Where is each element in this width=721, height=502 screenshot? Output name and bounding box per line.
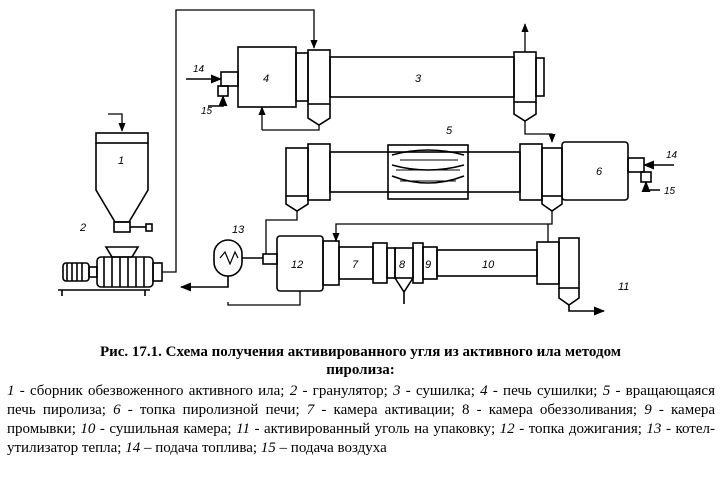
label-4: 4 — [263, 73, 269, 85]
label-3: 3 — [415, 73, 422, 85]
legend-number: 2 — [289, 383, 298, 399]
legend-item: 4 - печь сушилки; — [480, 383, 603, 399]
drier-drum — [295, 49, 545, 126]
legend-item: 3 - сушилка; — [393, 383, 480, 399]
label-11: 11 — [618, 281, 629, 293]
label-9: 9 — [425, 259, 431, 271]
legend-number: 3 — [393, 383, 401, 399]
legend-number: 11 — [236, 421, 250, 437]
legend-item: 8 - камера обеззоливания; — [462, 402, 644, 418]
label-6: 6 — [596, 166, 603, 178]
legend-text: - камера обеззоливания; — [469, 402, 645, 418]
legend-number: 7 — [306, 402, 315, 418]
legend-item: 2 - гранулятор; — [290, 383, 393, 399]
flow-lines — [108, 9, 556, 306]
figure-caption: Рис. 17.1. Схема получения активированно… — [0, 343, 721, 458]
legend-item: 5 - вращающаяся печь пиролиза; — [7, 383, 715, 418]
legend-number: 8 — [461, 402, 470, 418]
legend-number: 1 — [7, 383, 15, 399]
legend-item: 1 - сборник обезвоженного активного ила; — [7, 383, 290, 399]
caption-title-line2: пиролиза: — [326, 362, 395, 378]
fuel-air-inlet-left — [186, 71, 239, 107]
label-13: 13 — [232, 224, 245, 236]
legend-item: 12 - топка дожигания; — [500, 421, 647, 437]
legend-item: 11 - активированный уголь на упаковку; — [236, 421, 500, 437]
label-1: 1 — [118, 155, 124, 167]
legend-item: 9 - камера промывки; — [7, 402, 715, 437]
label-15-right: 15 — [664, 186, 676, 197]
legend-text: - топка дожигания; — [514, 421, 647, 437]
drying-chamber — [436, 237, 606, 316]
legend-number: 13 — [646, 421, 662, 437]
legend-text: – подача воздуха — [275, 440, 387, 456]
legend-text: - гранулятор; — [297, 383, 393, 399]
legend-text: - сушильная камера; — [95, 421, 237, 437]
legend-item: 15 – подача воздуха — [261, 440, 387, 456]
legend-text: - активированный уголь на упаковку; — [250, 421, 500, 437]
waste-heat-boiler — [179, 239, 263, 292]
kiln-furnace — [561, 141, 629, 201]
legend-number: 4 — [480, 383, 488, 399]
caption-legend: 1 - сборник обезвоженного активного ила;… — [7, 382, 715, 458]
legend-text: - топка пиролизной печи; — [120, 402, 307, 418]
legend-number: 5 — [602, 383, 611, 399]
legend-number: 6 — [113, 402, 121, 418]
fuel-air-inlet-right — [627, 157, 674, 193]
label-8: 8 — [399, 259, 406, 271]
activation-chamber — [322, 240, 374, 286]
granulator — [58, 246, 163, 296]
label-7: 7 — [352, 259, 359, 271]
legend-text: - сушилка; — [400, 383, 481, 399]
caption-title-line1: Рис. 17.1. Схема получения активированно… — [99, 344, 622, 360]
legend-number: 14 — [125, 440, 141, 456]
legend-number: 10 — [80, 421, 96, 437]
label-2: 2 — [79, 222, 86, 234]
legend-item: 13 - котел-утилизатор тепла; — [7, 421, 715, 456]
label-14-right: 14 — [666, 150, 678, 161]
legend-text: - печь сушилки; — [487, 383, 603, 399]
legend-number: 9 — [644, 402, 652, 418]
legend-number: 12 — [499, 421, 515, 437]
caption-title: Рис. 17.1. Схема получения активированно… — [6, 343, 715, 379]
label-15-left: 15 — [201, 106, 213, 117]
process-flow-diagram: 1 2 3 4 5 6 7 8 9 10 11 12 13 14 15 14 1… — [58, 9, 678, 316]
hopper-collector — [95, 132, 153, 233]
pyrolysis-kiln — [285, 143, 563, 212]
legend-text: - камера промывки; — [7, 402, 716, 437]
legend-text: - сборник обезвоженного активного ила; — [14, 383, 290, 399]
label-14-left: 14 — [193, 64, 205, 75]
legend-item: 7 - камера активации; — [307, 402, 462, 418]
legend-text: - вращающаяся печь пиролиза; — [7, 383, 715, 418]
deashing-chamber — [372, 242, 414, 304]
legend-text: - камера активации; — [314, 402, 462, 418]
label-5: 5 — [446, 125, 453, 137]
legend-item: 6 - топка пиролизной печи; — [113, 402, 307, 418]
legend-text: - котел-утилизатор тепла; — [7, 421, 715, 456]
legend-item: 10 - сушильная камера; — [80, 421, 236, 437]
label-12: 12 — [291, 259, 303, 271]
legend-item: 14 – подача топлива; — [125, 440, 261, 456]
label-10: 10 — [482, 259, 495, 271]
legend-number: 15 — [260, 440, 276, 456]
legend-text: – подача топлива; — [140, 440, 261, 456]
